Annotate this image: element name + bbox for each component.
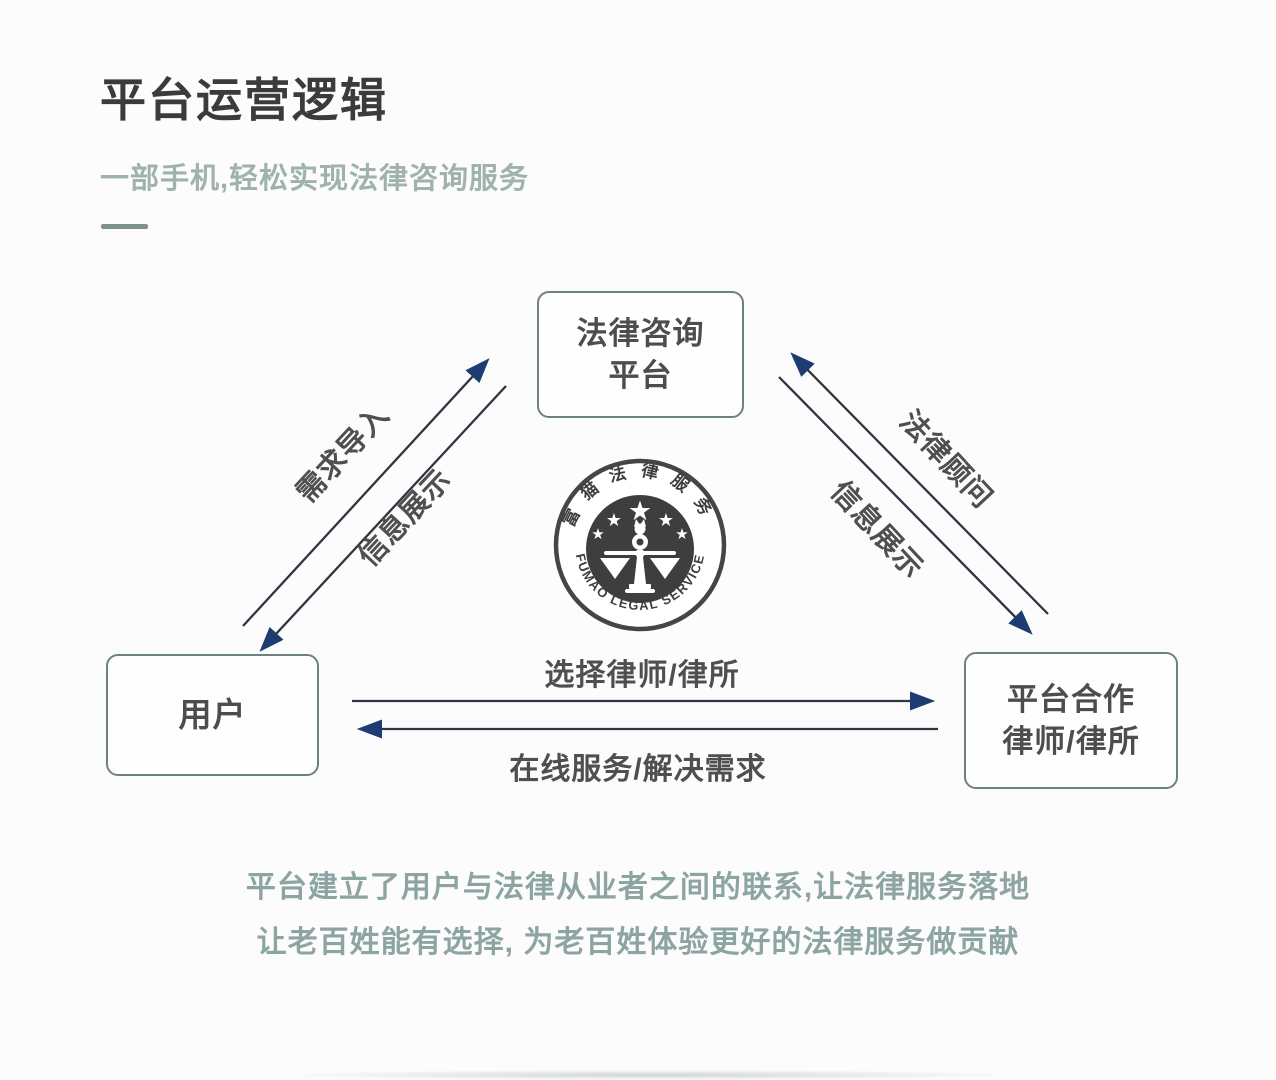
logo-stars: ★ ★ ★ ★ ★ xyxy=(591,496,688,543)
edge-label-legal-advisor: 法律顾问 xyxy=(893,405,999,515)
edge-label-demand-import: 需求导入 xyxy=(290,399,396,509)
arrow-legal-advisor xyxy=(790,352,1049,615)
svg-text:★: ★ xyxy=(591,526,604,543)
node-partner-lawyers: 平台合作 律师/律所 xyxy=(964,652,1178,789)
bottom-edge-shadow xyxy=(280,1070,1020,1080)
svg-text:★: ★ xyxy=(606,510,622,530)
logo-cat xyxy=(632,519,648,550)
footer-summary: 平台建立了用户与法律从业者之间的联系,让法律服务落地 让老百姓能有选择, 为老百… xyxy=(0,860,1276,970)
edge-label-info-display-right: 信息展示 xyxy=(824,475,930,585)
svg-text:★: ★ xyxy=(658,510,674,530)
edge-label-info-display-left: 信息展示 xyxy=(352,463,458,573)
edge-label-choose-lawyer: 选择律师/律所 xyxy=(544,659,740,692)
svg-text:★: ★ xyxy=(675,526,688,543)
footer-line-1: 平台建立了用户与法律从业者之间的联系,让法律服务落地 xyxy=(245,871,1031,904)
fumao-legal-service-logo: 富猫法律服务 FUMAO LEGAL SERVICE ★ ★ ★ ★ ★ xyxy=(553,458,727,632)
node-label: 法律咨询 xyxy=(576,315,705,351)
node-label: 平台 xyxy=(608,357,673,393)
logo-scales-icon xyxy=(600,550,680,593)
page-subtitle: 一部手机,轻松实现法律咨询服务 xyxy=(100,163,530,195)
node-label: 用户 xyxy=(178,696,247,733)
svg-text:★: ★ xyxy=(628,496,652,526)
page-title: 平台运营逻辑 xyxy=(100,74,388,126)
node-label: 律师/律所 xyxy=(1002,723,1140,759)
node-label: 平台合作 xyxy=(1007,681,1135,717)
node-user: 用户 xyxy=(106,654,319,776)
edge-label-online-service: 在线服务/解决需求 xyxy=(509,753,767,786)
node-legal-consult-platform: 法律咨询 平台 xyxy=(537,291,744,418)
accent-dash xyxy=(101,224,148,229)
footer-line-2: 让老百姓能有选择, 为老百姓体验更好的法律服务做贡献 xyxy=(256,926,1020,959)
